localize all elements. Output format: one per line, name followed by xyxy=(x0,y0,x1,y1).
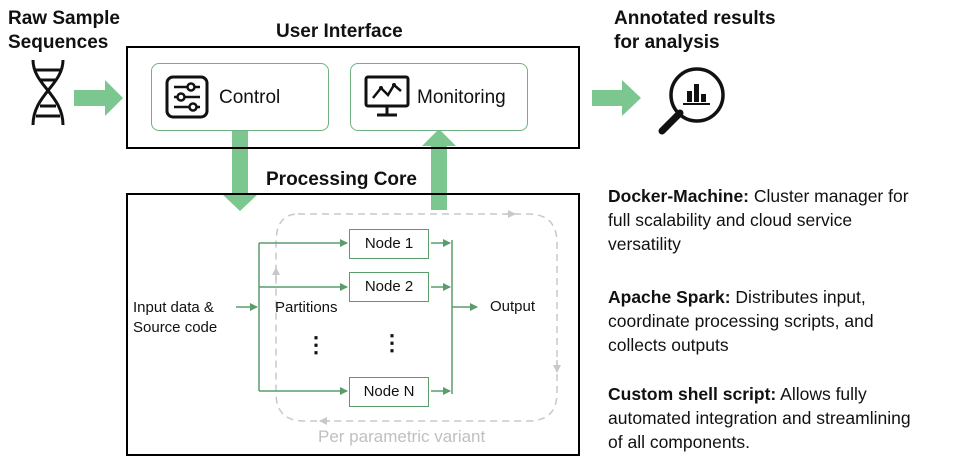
sliders-icon xyxy=(165,75,209,119)
shell-line3: of all components. xyxy=(608,432,751,452)
monitoring-label: Monitoring xyxy=(417,87,506,108)
processing-core-title: Processing Core xyxy=(266,169,417,190)
monitor-chart-icon xyxy=(364,75,410,117)
dna-icon xyxy=(31,59,65,126)
docker-line2: full scalability and cloud service xyxy=(608,210,853,230)
loop-label: Per parametric variant xyxy=(318,427,486,446)
monitoring-panel[interactable]: Monitoring xyxy=(350,63,528,131)
arrow-monitoring-up xyxy=(422,129,456,210)
description-docker: Docker-Machine: Cluster manager for full… xyxy=(608,184,973,256)
processing-core-box xyxy=(126,193,580,456)
node-1: Node 1 xyxy=(349,229,429,259)
docker-line3: versatility xyxy=(608,234,681,254)
spark-line3: collects outputs xyxy=(608,335,729,355)
control-label: Control xyxy=(219,87,281,108)
output-label: Output xyxy=(490,298,536,315)
ellipsis-partitions: ⋮ xyxy=(305,332,327,357)
input-data-label: Input data & Source code xyxy=(133,298,217,338)
docker-name: Docker-Machine: xyxy=(608,186,750,206)
input-title-line1: Raw Sample xyxy=(8,8,120,29)
docker-line1: Cluster manager for xyxy=(753,186,909,206)
input-data-line1: Input data & xyxy=(133,299,214,316)
arrow-ui-to-output xyxy=(592,80,641,116)
control-panel[interactable]: Control xyxy=(151,63,329,131)
partitions-label: Partitions xyxy=(275,299,338,316)
input-title-line2: Sequences xyxy=(8,32,109,53)
spark-line2: coordinate processing scripts, and xyxy=(608,311,874,331)
output-title: Annotated results for analysis xyxy=(614,7,776,55)
parametric-loop xyxy=(272,210,561,425)
arrow-control-down xyxy=(222,130,258,211)
user-interface-box: Control Monitoring xyxy=(126,46,580,149)
shell-line1: Allows fully xyxy=(780,384,867,404)
shell-line2: automated integration and streamlining xyxy=(608,408,911,428)
output-title-line2: for analysis xyxy=(614,32,720,53)
input-data-line2: Source code xyxy=(133,319,218,336)
magnifier-chart-icon xyxy=(658,67,725,135)
output-title-line1: Annotated results xyxy=(614,8,776,29)
flow-connectors xyxy=(236,239,478,395)
node-n: Node N xyxy=(349,377,429,407)
shell-name: Custom shell script: xyxy=(608,384,777,404)
node-2: Node 2 xyxy=(349,272,429,302)
spark-line1: Distributes input, xyxy=(735,287,866,307)
description-shell: Custom shell script: Allows fully automa… xyxy=(608,382,978,454)
arrow-input-to-ui xyxy=(74,80,123,116)
ui-title: User Interface xyxy=(276,21,403,42)
input-title: Raw Sample Sequences xyxy=(8,7,120,55)
ellipsis-nodes: ⋮ xyxy=(381,330,403,355)
description-spark: Apache Spark: Distributes input, coordin… xyxy=(608,285,973,357)
spark-name: Apache Spark: xyxy=(608,287,731,307)
